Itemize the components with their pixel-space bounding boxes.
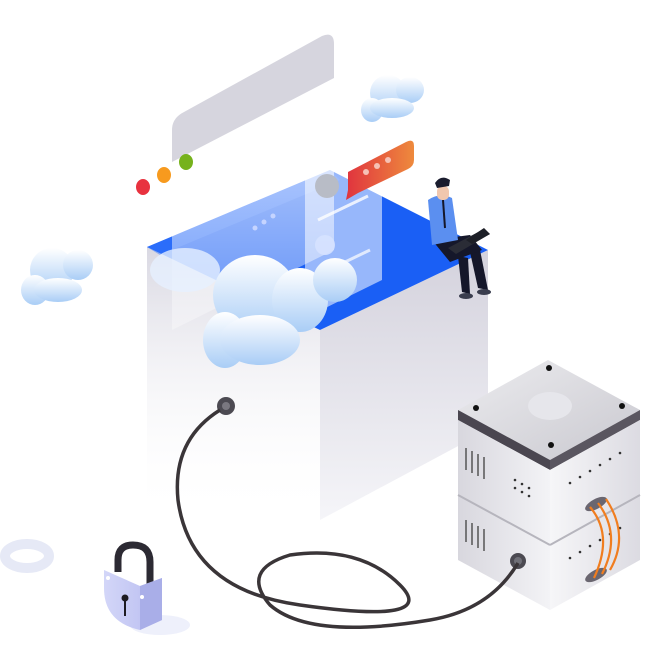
ring-decoration	[0, 539, 54, 573]
cloud-top-right	[361, 75, 424, 122]
server-stack	[457, 360, 641, 610]
person-with-laptop	[428, 177, 491, 299]
window-dot-red	[136, 179, 150, 195]
screw-icon	[619, 403, 625, 409]
screw-icon	[548, 442, 554, 448]
fiber-cables	[589, 498, 621, 579]
window-dot-green	[179, 154, 193, 170]
cloud-blurred	[150, 248, 220, 292]
cloud-left	[21, 248, 93, 305]
screw-icon	[546, 365, 552, 371]
window-dot-orange	[157, 167, 171, 183]
chat-bubble	[346, 140, 414, 200]
screw-icon	[473, 405, 479, 411]
keyhole-icon	[121, 594, 129, 602]
padlock-icon	[104, 541, 190, 635]
power-cable	[175, 397, 520, 630]
browser-window	[136, 34, 334, 330]
cloud-large	[203, 255, 357, 368]
